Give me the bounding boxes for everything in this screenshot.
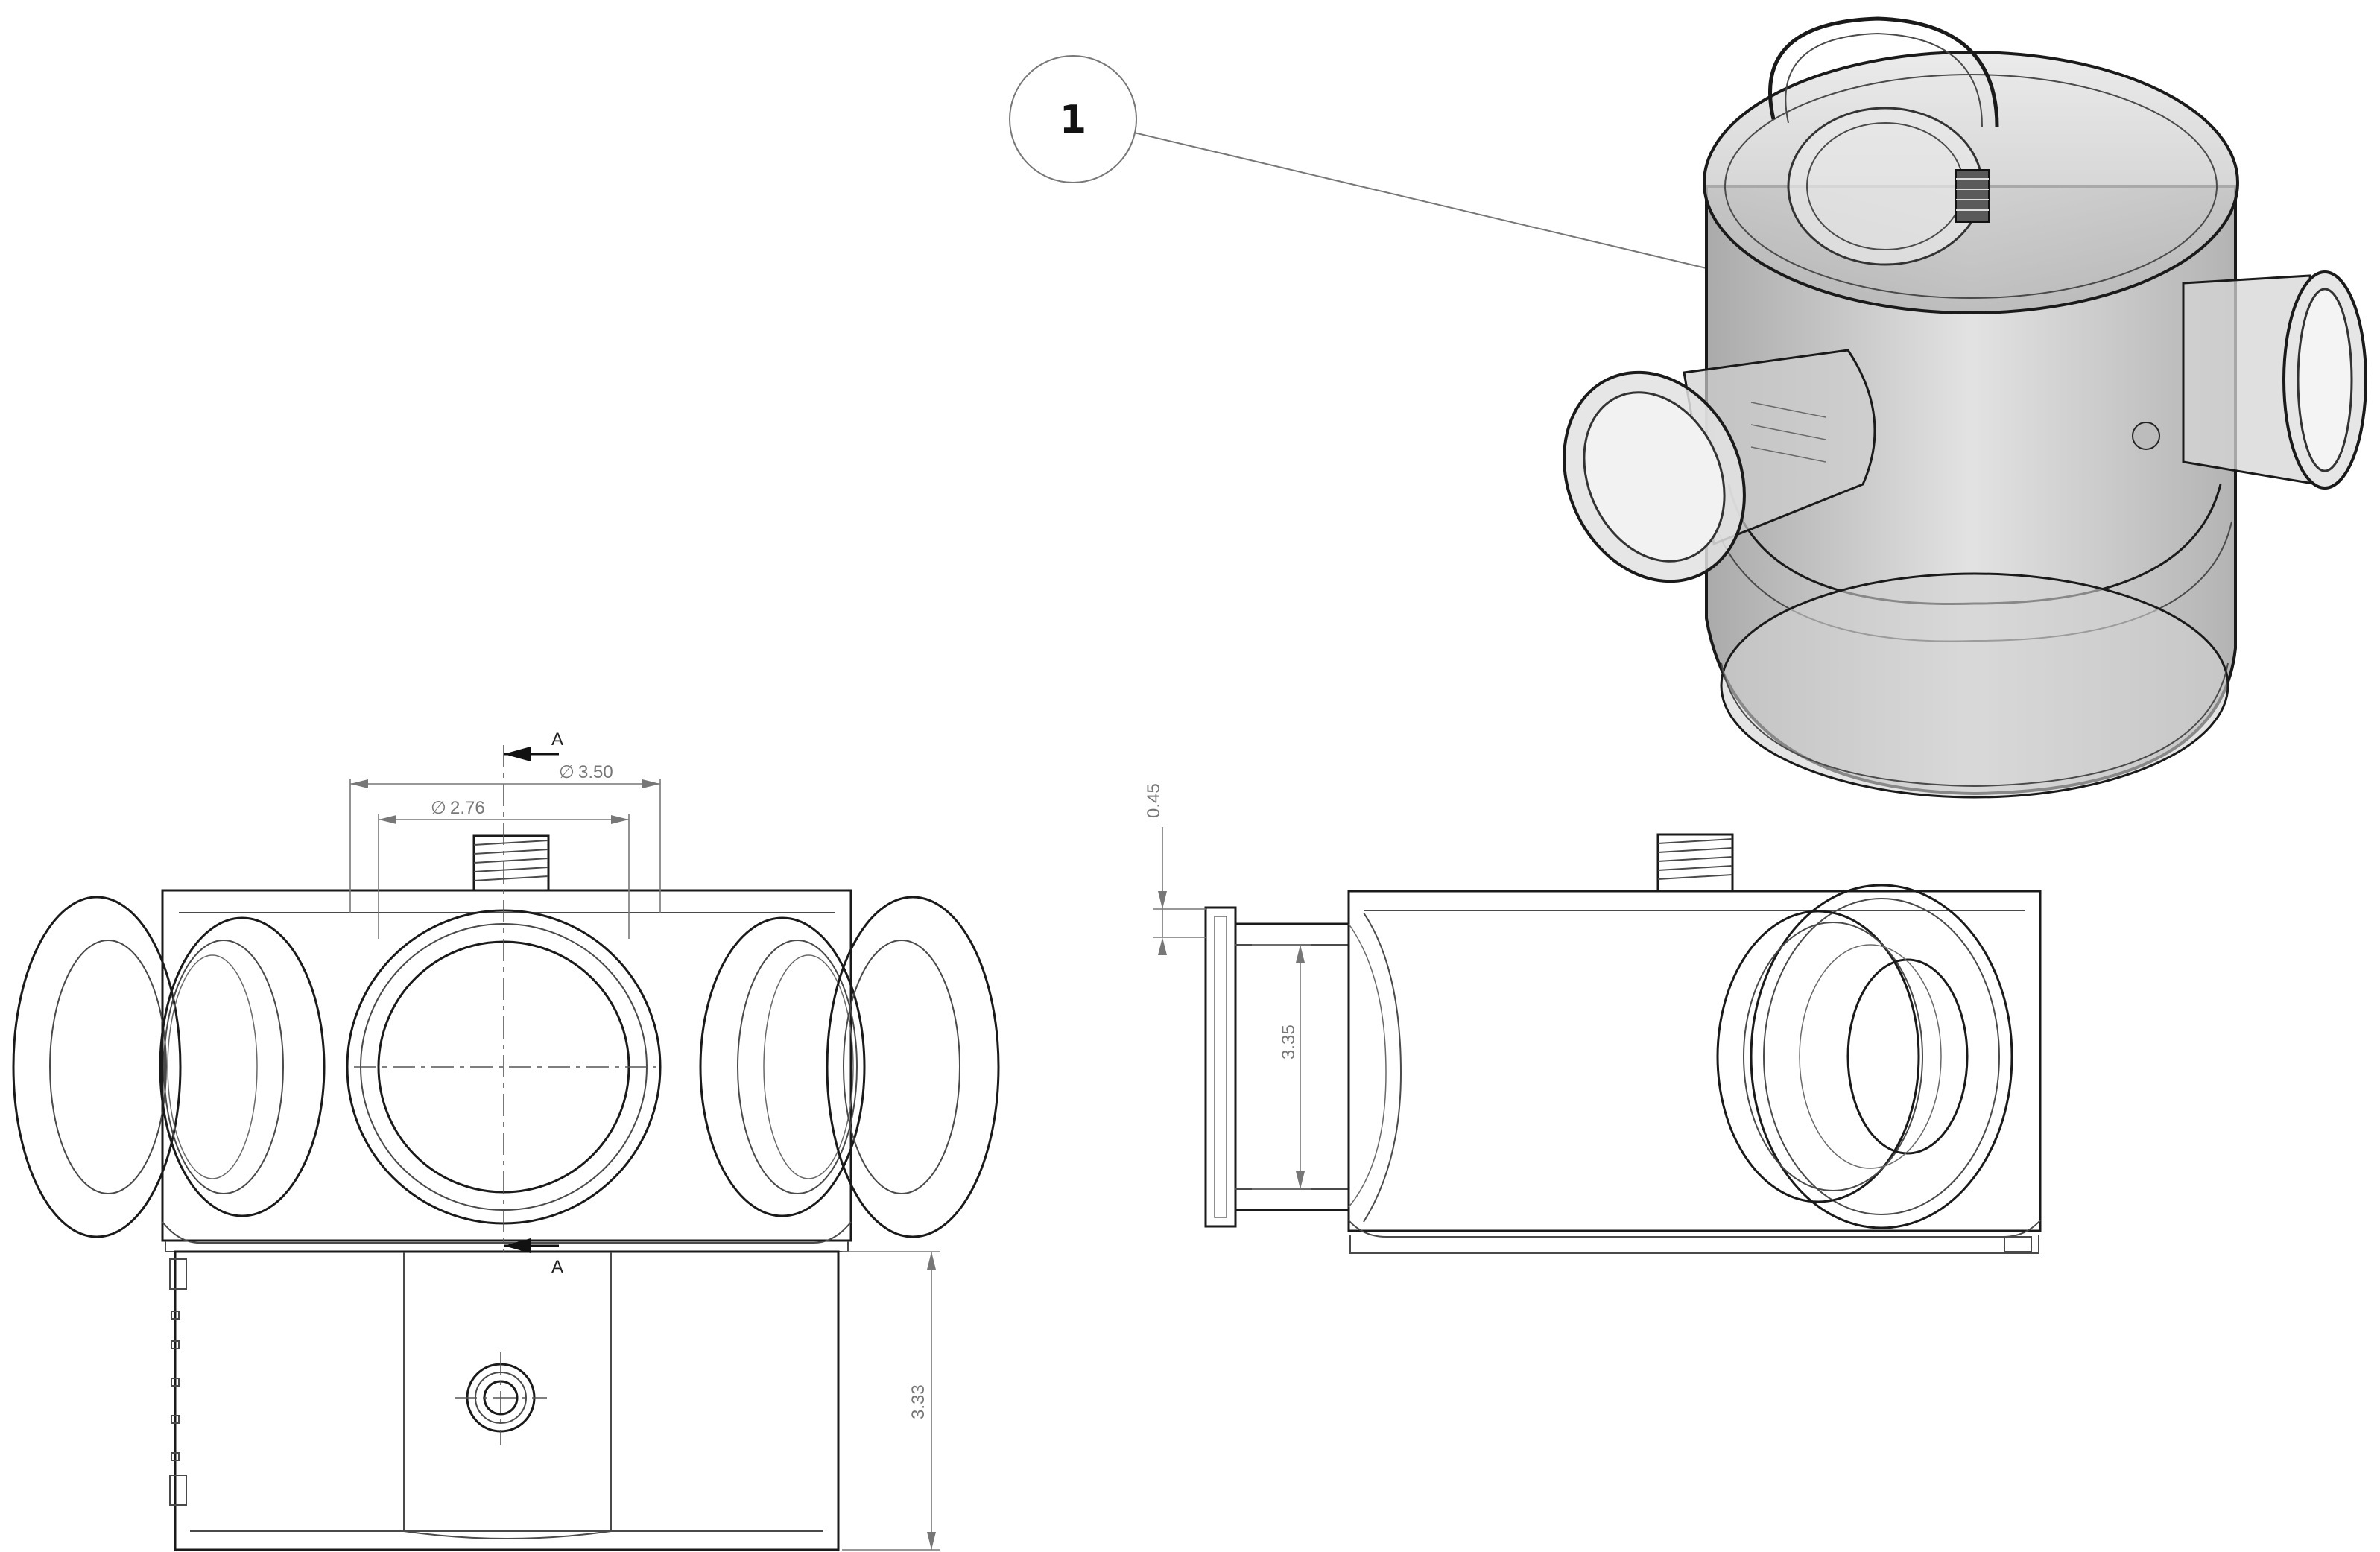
- side-flange-inner: [1214, 916, 1227, 1218]
- iso-handle-inner: [1785, 32, 1983, 127]
- dimension-diameter-inner: ∅ 2.76: [378, 798, 630, 939]
- side-neck: [1234, 922, 1350, 1211]
- dimension-diameter-symbol: ∅: [559, 762, 575, 782]
- section-marker-top: A: [504, 729, 563, 761]
- side-body: [1347, 890, 2042, 1232]
- front-lower-body: [174, 1250, 840, 1551]
- dimension-port-height: 3.35: [1252, 944, 1311, 1190]
- dimension-flange-value: 0.45: [1144, 783, 1164, 818]
- dimension-flange: 0.45: [1144, 783, 1206, 955]
- dimension-diameter-symbol-2: ∅: [431, 798, 446, 818]
- front-left-flange-inner: [49, 940, 167, 1194]
- iso-bottom-rim: [1721, 662, 2229, 788]
- dimension-port-height-value: 3.35: [1279, 1024, 1299, 1060]
- side-view: 3.35 0.45: [1144, 783, 2042, 1254]
- front-left-port-inner: [163, 940, 284, 1194]
- item-balloon: [1009, 55, 1137, 183]
- front-right-flange-inner: [843, 940, 960, 1194]
- item-balloon-number: 1: [1060, 98, 1086, 142]
- front-view: A A ∅ 3.50 ∅ 2.76: [12, 729, 1000, 1551]
- iso-right-port: [2132, 270, 2367, 490]
- front-threaded-nipple: [472, 834, 550, 892]
- dimension-diameter-outer-value: 3.50: [578, 762, 613, 782]
- side-body-band: [1348, 1220, 2041, 1238]
- front-right-port-inner-2: [763, 954, 854, 1179]
- section-label-top: A: [551, 729, 563, 750]
- isometric-view: 1: [1009, 16, 2367, 799]
- front-right-port: [699, 916, 866, 1217]
- iso-left-port: [1563, 349, 1876, 583]
- side-flange: [1204, 906, 1237, 1228]
- dimension-lower-height-value: 3.33: [908, 1384, 928, 1419]
- iso-bottom-opening: [1720, 572, 2229, 799]
- front-right-flange-outer: [826, 896, 1000, 1238]
- iso-top-port: [1787, 107, 1984, 266]
- iso-threaded-fitting: [1955, 169, 1990, 223]
- front-edge-details: [169, 1258, 187, 1506]
- section-label-bottom: A: [551, 1257, 563, 1277]
- iso-top-rim-inner: [1724, 74, 2218, 299]
- front-left-port: [159, 916, 326, 1217]
- front-left-port-inner-2: [167, 954, 258, 1179]
- dimension-diameter-inner-value: 2.76: [450, 798, 485, 818]
- front-left-flange-outer: [12, 896, 182, 1238]
- front-bottom-fitting: [455, 1352, 547, 1445]
- balloon-leader: [1133, 132, 1707, 269]
- iso-handle: [1768, 16, 1999, 127]
- side-threaded-nipple: [1656, 833, 1734, 893]
- side-corner-detail: [2004, 1236, 2032, 1252]
- dimension-diameter-outer: ∅ 3.50: [349, 762, 661, 913]
- front-band: [162, 1221, 852, 1244]
- section-marker-bottom: A: [504, 1238, 563, 1277]
- front-right-port-inner: [737, 940, 858, 1194]
- dimension-lower-height: 3.33: [842, 1251, 940, 1551]
- side-right-port: [1716, 884, 2013, 1229]
